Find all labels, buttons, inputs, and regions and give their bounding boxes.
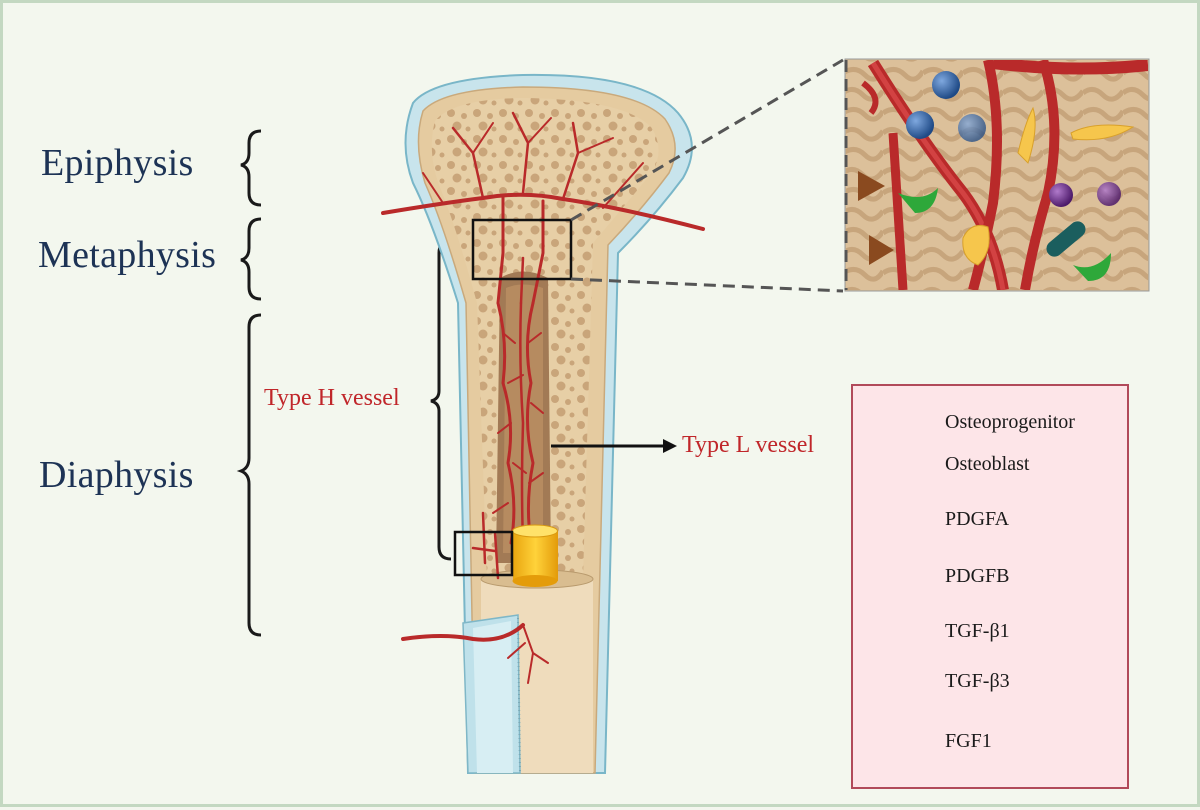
bone-illustration — [236, 58, 1150, 774]
epiphysis-label: Epiphysis — [41, 142, 194, 184]
long-bone — [404, 73, 693, 774]
legend-label-fgf1: FGF1 — [945, 730, 992, 752]
legend-label-tgf-b1: TGF-β1 — [945, 620, 1010, 642]
metaphysis-highlight-box — [471, 218, 573, 281]
metaphysis-label: Metaphysis — [38, 234, 217, 276]
type-l-vessel-label: Type L vessel — [682, 432, 815, 458]
legend-label-osteoblast: Osteoblast — [945, 453, 1030, 475]
diaphysis-highlight-box — [453, 530, 514, 577]
legend-box — [851, 384, 1129, 789]
type-l-arrow — [551, 439, 677, 453]
legend-label-pdgfb: PDGFB — [945, 565, 1010, 587]
zoom-inset — [844, 58, 1150, 292]
legend-label-osteoprogenitor: Osteoprogenitor — [945, 411, 1075, 433]
type-h-vessel-label: Type H vessel — [264, 385, 400, 411]
legend-label-pdgfa: PDGFA — [945, 508, 1010, 530]
zoom-lines — [570, 58, 844, 293]
diaphysis-label: Diaphysis — [39, 454, 194, 496]
legend-label-tgf-b3: TGF-β3 — [945, 670, 1010, 692]
vessel-network — [381, 111, 705, 684]
cell-cylinder — [512, 524, 558, 587]
